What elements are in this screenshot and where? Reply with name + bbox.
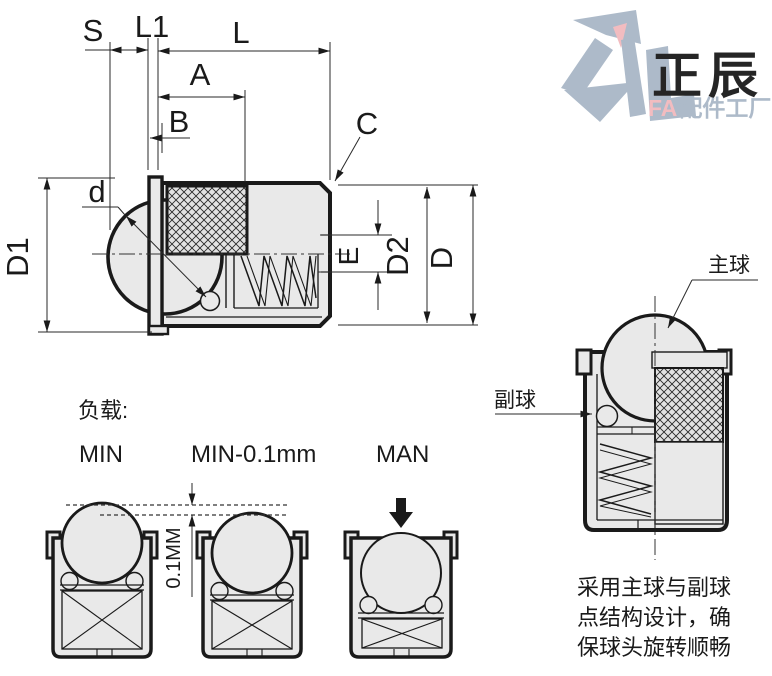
callout-sub-ball: 副球 [494,389,536,412]
callout-leader [667,279,693,329]
ball [60,501,144,585]
detail-spring [598,449,653,518]
offset-label: 0.1MM [163,527,185,588]
sub-ball [210,581,229,601]
flange-step [147,324,170,336]
dim-label-d2: D2 [380,236,415,276]
housing-min [45,501,159,659]
spring-box [61,590,143,650]
detail-knurl [654,367,724,443]
dim-label-d1: D1 [0,237,35,277]
note-line-3: 保球头旋转顺畅 [577,635,731,660]
offset-dimension: 0.1MM [66,483,288,597]
load-section: 负载: MIN MIN-0.1mm MAN [45,398,459,659]
dim-label-b: B [169,104,190,139]
sub-ball [424,595,443,615]
spring-box-cross [361,618,443,649]
load-heading: 负载: [78,398,128,423]
dim-label-d-ball: d [88,174,105,209]
dim-label-e: E [333,247,364,266]
detail-rim [651,351,728,369]
housing-min-offset [195,511,309,659]
dim-label-s: S [83,13,104,48]
sub-ball [125,571,144,591]
dim-label-c: C [356,106,378,141]
spring [246,255,317,307]
note-block: 采用主球与副球 点结构设计，确 保球头旋转顺畅 [577,575,731,660]
main-view [92,175,350,336]
press-down-arrow-icon [389,512,413,528]
spring-box-cross [211,600,293,650]
knurled-section [165,184,249,256]
brand-suffix: 配件工厂 [679,95,771,121]
brand-mark-icon [561,10,696,122]
sub-ball [359,595,378,615]
press-down-arrow-icon [396,498,406,513]
detail-lower-block [654,441,724,525]
spring-box-cross [61,590,143,650]
flange [147,175,164,336]
detail-lip-left [575,348,593,376]
callout-main-ball: 主球 [708,254,750,277]
sub-ball [275,581,294,601]
load-label-min-offset: MIN-0.1mm [191,441,316,468]
detail-spring [597,443,654,515]
brand-latin: FA [648,95,677,121]
dim-label-l: L [232,15,249,50]
note-line-1: 采用主球与副球 [577,575,731,600]
sub-ball [60,571,79,591]
ball [210,511,294,595]
detail-view: 主球 副球 [494,254,758,560]
dim-label-d-outer: D [424,247,459,269]
spring-box [211,600,293,650]
dim-label-a: A [190,57,211,92]
dim-label-l1: L1 [135,9,169,44]
load-label-man: MAN [376,441,429,468]
note-line-2: 点结构设计，确 [577,605,731,630]
dimension-lines [38,38,478,333]
brand-subtitle: FA配件工厂 [648,95,771,121]
spring [240,255,317,307]
brand-name-cn: 正辰 [652,48,764,104]
dimension-labels: S L1 L A B C d D1 E D2 D [0,9,459,277]
detail-sub-ball [595,404,619,428]
load-label-min: MIN [79,441,123,468]
housing-man [343,498,459,659]
watermark-logo: 正辰 FA配件工厂 [561,10,771,122]
spring-box [361,618,443,649]
